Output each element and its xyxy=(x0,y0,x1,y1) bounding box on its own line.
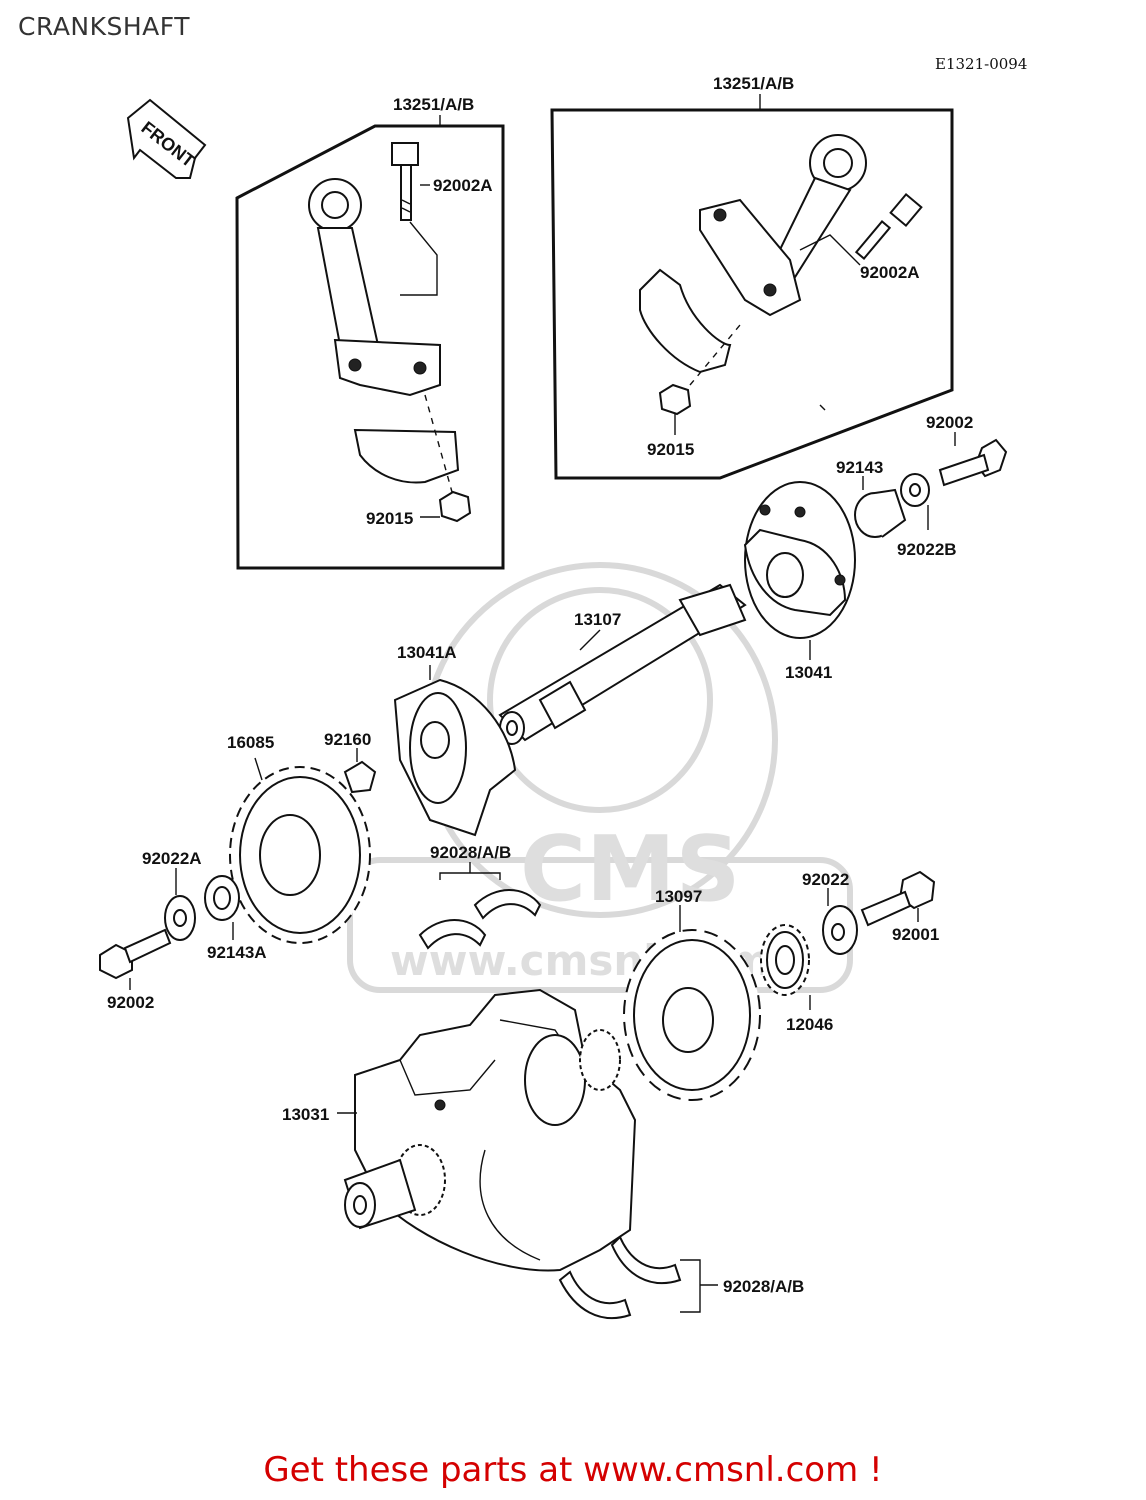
footer-cta-link[interactable]: Get these parts at www.cmsnl.com ! xyxy=(0,1450,1146,1490)
label-92002A-left: 92002A xyxy=(433,176,493,195)
label-92002-left: 92002 xyxy=(107,993,154,1012)
watermark-brand: CMS xyxy=(520,817,740,922)
label-92143: 92143 xyxy=(836,458,883,477)
label-92022A: 92022A xyxy=(142,849,202,868)
label-13107: 13107 xyxy=(574,610,621,629)
crankshaft-13031: 13031 xyxy=(282,988,637,1272)
label-13251-left: 13251/A/B xyxy=(393,95,474,114)
label-13041: 13041 xyxy=(785,663,832,682)
label-12046: 12046 xyxy=(786,1015,833,1034)
parts-diagram: CMS www.cmsnl.com FRONT 13251/A/B 92002A… xyxy=(99,74,1008,1320)
connecting-rod-set-left: 13251/A/B 92002A 92015 xyxy=(235,95,505,570)
footer-cta-text[interactable]: Get these parts at www.cmsnl.com ! xyxy=(263,1450,883,1490)
label-92002A-right: 92002A xyxy=(860,263,920,282)
label-92022: 92022 xyxy=(802,870,849,889)
balancer-weight-13041A: 13041A xyxy=(393,643,517,837)
collar-92143A: 92143A xyxy=(204,875,267,962)
label-13031: 13031 xyxy=(282,1105,329,1124)
collar-92143: 92143 xyxy=(836,458,907,538)
front-direction-arrow: FRONT xyxy=(126,98,207,179)
label-92002-top: 92002 xyxy=(926,413,973,432)
washer-92022: 92022 xyxy=(802,870,858,955)
label-92022B: 92022B xyxy=(897,540,957,559)
bearing-upper-92028: 92028/A/B xyxy=(418,843,542,950)
bearing-lower-92028: 92028/A/B xyxy=(558,1235,804,1320)
label-92028-upper: 92028/A/B xyxy=(430,843,511,862)
bolt-92001: 92001 xyxy=(860,870,939,944)
label-92143A: 92143A xyxy=(207,943,267,962)
washer-92022B: 92022B xyxy=(897,473,957,559)
connecting-rod-set-right: 13251/A/B 92002A 92015 xyxy=(550,74,954,480)
diagram-code: E1321-0094 xyxy=(935,55,1028,73)
gear-13097: 13097 xyxy=(623,887,761,1101)
label-16085: 16085 xyxy=(227,733,274,752)
label-92015-left: 92015 xyxy=(366,509,413,528)
label-92028-lower: 92028/A/B xyxy=(723,1277,804,1296)
balancer-weight-13041: 13041 xyxy=(743,481,856,682)
gear-12046: 12046 xyxy=(760,924,833,1034)
page-title: CRANKSHAFT xyxy=(18,12,190,41)
bolt-92002-left: 92002 xyxy=(99,928,172,1012)
bolt-92002-top: 92002 xyxy=(926,413,1008,487)
label-13251-right: 13251/A/B xyxy=(713,74,794,93)
label-92160: 92160 xyxy=(324,730,371,749)
balancer-shaft-13107: 13107 xyxy=(498,583,747,745)
sprocket-16085: 16085 xyxy=(227,733,371,944)
label-92001: 92001 xyxy=(892,925,939,944)
label-13097: 13097 xyxy=(655,887,702,906)
label-92015-right: 92015 xyxy=(647,440,694,459)
label-13041A: 13041A xyxy=(397,643,457,662)
key-92160: 92160 xyxy=(324,730,377,794)
washer-92022A: 92022A xyxy=(142,849,202,941)
